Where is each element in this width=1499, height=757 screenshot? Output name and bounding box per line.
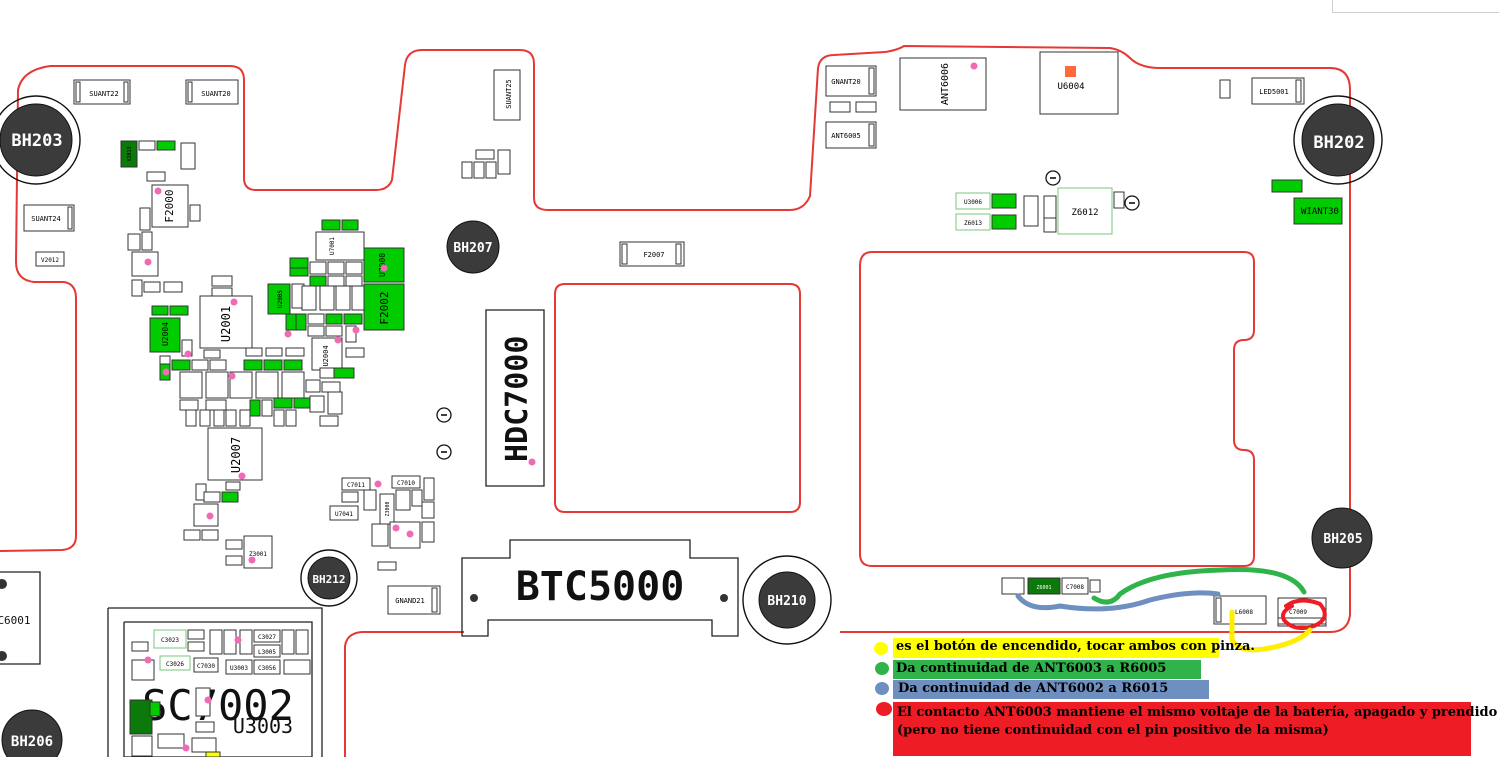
- legend-red-bg: [893, 702, 1471, 756]
- board-outline-bottom: [344, 631, 464, 757]
- comp-u3006: WIANT30: [1301, 207, 1339, 217]
- hole-bh212: BH212: [312, 573, 345, 586]
- comp-c3056: C7030: [197, 663, 215, 670]
- yellow-trace-mark: [1229, 609, 1313, 653]
- comp-ant6006: ANT6005: [831, 132, 861, 140]
- hole-bh206: BH206: [11, 734, 53, 750]
- comp-suant25: SUANT25: [505, 79, 513, 109]
- hole-bh205: BH205: [1323, 532, 1362, 547]
- comp-u2004: U2005: [0, 0, 3, 1]
- comp-osc3001: Z6012: [1071, 208, 1098, 218]
- comp-l3005: U3003: [230, 665, 248, 672]
- board-outline-left: [50, 44, 1351, 633]
- comp-c7010: Z3000: [385, 501, 391, 516]
- comp-z6012: Z6013: [964, 220, 982, 227]
- comp-v2013: V2013: [127, 146, 133, 161]
- comp-c7008: C7010: [397, 480, 415, 487]
- comp-c3026: L3005: [258, 649, 276, 656]
- comp-u2001: U2001: [219, 306, 233, 342]
- red-circle-mark: [1281, 598, 1327, 630]
- comp-u2005: U7001: [329, 237, 336, 255]
- legend-yellow-text: es el botón de encendido, tocar ambos co…: [896, 639, 1255, 654]
- svg-text:Z6001: Z6001: [1036, 585, 1051, 591]
- sc7002-outline: [107, 607, 323, 757]
- comp-led5001: U6004: [1057, 82, 1084, 92]
- legend-yellow-bg: [893, 638, 1219, 658]
- legend-green-text: Da continuidad de ANT6003 a R6005: [896, 661, 1167, 676]
- comp-suant24: SUANT24: [31, 215, 61, 223]
- comp-f2007: U2004: [161, 322, 170, 346]
- comp-z3001: C3026: [166, 661, 184, 668]
- c6001-connector: [0, 571, 41, 665]
- comp-u2007: U2007: [229, 437, 243, 473]
- comp-gnant20: GNAND21: [395, 597, 425, 605]
- legend-green-bg: [893, 660, 1201, 679]
- legend-blue-text: Da continuidad de ANT6002 a R6015: [898, 681, 1169, 696]
- comp-u6004: ANT6006: [940, 63, 951, 105]
- legend-red-text-line2: (pero no tiene continuidad con el pin po…: [897, 723, 1329, 738]
- comp-gnand21: F2007: [643, 251, 664, 259]
- label-btc5000: BTC5000: [516, 564, 685, 610]
- legend-blue-bg: [893, 680, 1209, 699]
- comp-u7041: Z3001: [249, 551, 267, 558]
- hole-bh210: BH210: [767, 594, 806, 609]
- comp-ant6003: C7009: [1289, 609, 1307, 616]
- label-c6001: C6001: [0, 614, 31, 627]
- label-sc7002: SC7002: [142, 681, 294, 730]
- comp-ant6005: GNANT20: [831, 78, 861, 86]
- comp-l6008: C7008: [1066, 584, 1084, 591]
- comp-z3000: C3023: [161, 637, 179, 644]
- green-trace-mark: [1091, 567, 1307, 605]
- test-points: [144, 62, 978, 752]
- board-outline-left-edge: [0, 65, 77, 552]
- comp-c7011: U7041: [335, 511, 353, 518]
- comp-z6013: U3006: [964, 199, 982, 206]
- hole-bh203: BH203: [11, 131, 62, 151]
- legend-yellow-dot: [874, 642, 888, 655]
- inner-rect-right: [859, 251, 1255, 567]
- legend-green-dot: [875, 662, 889, 675]
- label-u3003: U3003: [233, 714, 293, 738]
- hole-bh202: BH202: [1313, 133, 1364, 153]
- blue-trace-mark: [1015, 590, 1221, 612]
- hdc7000-outline: [485, 309, 545, 487]
- label-hdc7000: HDC7000: [500, 336, 535, 462]
- comp-f2002: U2005: [277, 290, 284, 308]
- comp-suant22: SUANT22: [89, 90, 119, 98]
- comp-wiant30: LED5001: [1259, 88, 1289, 96]
- btc5000-connector: [461, 539, 739, 637]
- comp-c3027: C3056: [258, 665, 276, 672]
- legend-red-dot: [876, 702, 892, 716]
- comp-u2004-label: U2004: [322, 345, 330, 366]
- window-corner-box: [1332, 0, 1499, 13]
- comp-u7000: F2002: [378, 291, 391, 324]
- comp-c7009: C7011: [347, 482, 365, 489]
- comp-suant20: SUANT20: [201, 90, 231, 98]
- legend-red-text-line1: El contacto ANT6003 mantiene el mismo vo…: [897, 705, 1498, 720]
- legend-blue-dot: [875, 682, 889, 695]
- hole-bh207: BH207: [453, 241, 492, 256]
- comp-v2012: V2012: [41, 257, 59, 264]
- inner-rect-hdc: [554, 283, 801, 513]
- comp-f2000: F2000: [163, 189, 176, 222]
- comp-ant6002: L6008: [1235, 609, 1253, 616]
- comp-c3023: C3027: [258, 634, 276, 641]
